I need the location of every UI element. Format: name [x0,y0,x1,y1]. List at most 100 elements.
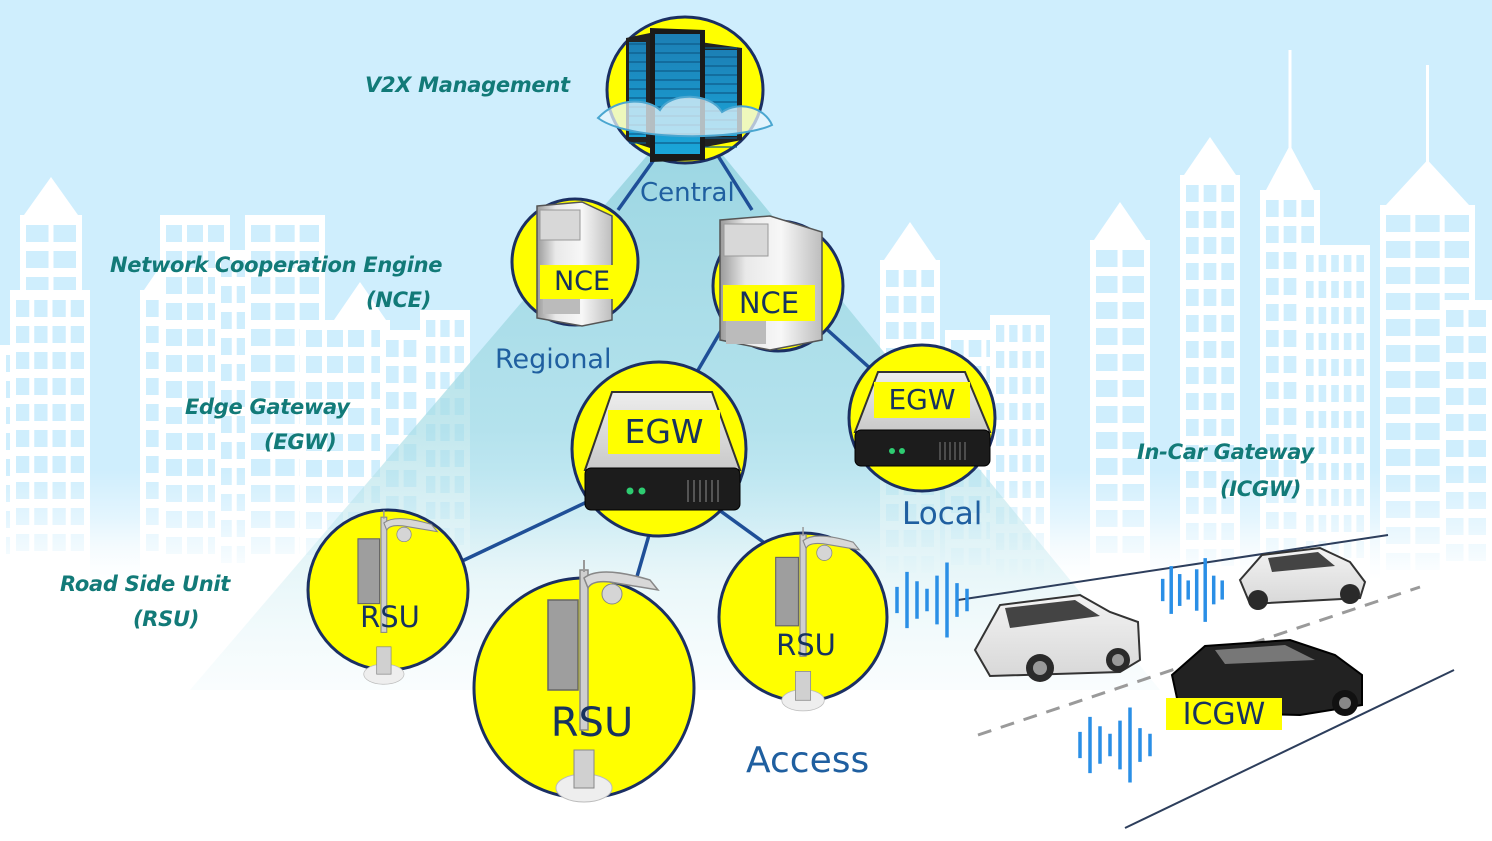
building-window [275,407,295,424]
building-window [921,270,934,287]
building-window [1266,252,1279,269]
building-window [146,378,159,395]
building-window [1266,408,1279,425]
building-window [1283,434,1297,451]
building-window [1301,200,1314,217]
building-window [1122,432,1144,449]
building-window [1096,380,1118,397]
building-window [52,300,66,317]
building-window [221,364,232,381]
building-window [1415,423,1440,440]
building-window [34,300,48,317]
nce-regional-node[interactable] [510,197,640,327]
building-window [187,329,203,346]
building-window [70,456,84,473]
building-window [52,378,66,395]
building-window [275,303,295,320]
building-window [221,416,232,433]
building-window [348,434,364,451]
building-window [1022,325,1031,342]
rsu-left-node[interactable] [306,508,470,685]
building-window [386,366,399,383]
building-window [34,378,48,395]
building-window [1318,411,1327,428]
building-window [1221,211,1234,228]
building-window [1096,302,1118,319]
building-window [1096,406,1118,423]
building-window [1356,437,1364,454]
building-window [52,430,66,447]
building-window [166,251,182,268]
building-window [1343,255,1352,272]
building-window [1122,328,1144,345]
rsu-center-node[interactable] [472,560,696,803]
building-window [1122,276,1144,293]
building-window [1468,362,1486,379]
building-window [306,382,322,399]
building-window [1096,354,1118,371]
building-window [53,225,76,242]
building-window [53,277,76,294]
building-window [1415,215,1440,232]
building-window [886,296,899,313]
building-window [1035,455,1044,472]
road [957,534,1455,829]
building-window [996,403,1005,420]
building-window [1386,319,1411,336]
building-window [1203,237,1217,254]
building-window [70,326,84,343]
tag-nce-local: NCE [723,285,815,321]
building-window [1035,325,1044,342]
building-window [251,355,271,372]
building-window [996,351,1005,368]
building-window [1343,307,1352,324]
label-rsu-abbr: (RSU) [133,607,200,631]
building-window [386,392,399,409]
building-window [403,340,417,357]
building-window [1356,255,1364,272]
building-window [1415,449,1440,466]
building-window [1186,341,1199,358]
building-window [146,300,159,317]
building-window [426,398,436,415]
building-window [1035,377,1044,394]
building-window [1318,385,1327,402]
building-window [1331,411,1339,428]
building-window [1186,445,1199,462]
egw-local-node[interactable] [847,343,997,493]
rsu-right-node[interactable] [717,527,889,712]
building-window [1122,250,1144,267]
building-window [1331,307,1339,324]
building-window [1415,319,1440,336]
building-window [1386,215,1411,232]
signal-waves [895,558,1224,783]
v2x-management-node[interactable] [596,15,774,165]
building-window [34,456,48,473]
building-window [1035,403,1044,420]
building-window [348,382,364,399]
building-window [166,433,182,450]
building-window [306,408,322,425]
building-window [251,329,271,346]
building-window [1022,455,1031,472]
building-window [221,260,232,277]
building-window [1266,278,1279,295]
building-window [996,429,1005,446]
building-window [16,378,30,395]
building-window [1203,367,1217,384]
building-window [70,378,84,395]
building-window [1318,307,1327,324]
building-window [1009,429,1018,446]
building-window [1203,341,1217,358]
building-window [440,320,450,337]
building-window [1343,359,1352,376]
building-window [16,404,30,421]
building-window [1221,315,1234,332]
label-egw-abbr: (EGW) [264,430,337,454]
building-window [1386,371,1411,388]
building-window [921,322,934,339]
building-window [1331,385,1339,402]
building-window [403,366,417,383]
building-window [1318,281,1327,298]
building-window [299,225,319,242]
